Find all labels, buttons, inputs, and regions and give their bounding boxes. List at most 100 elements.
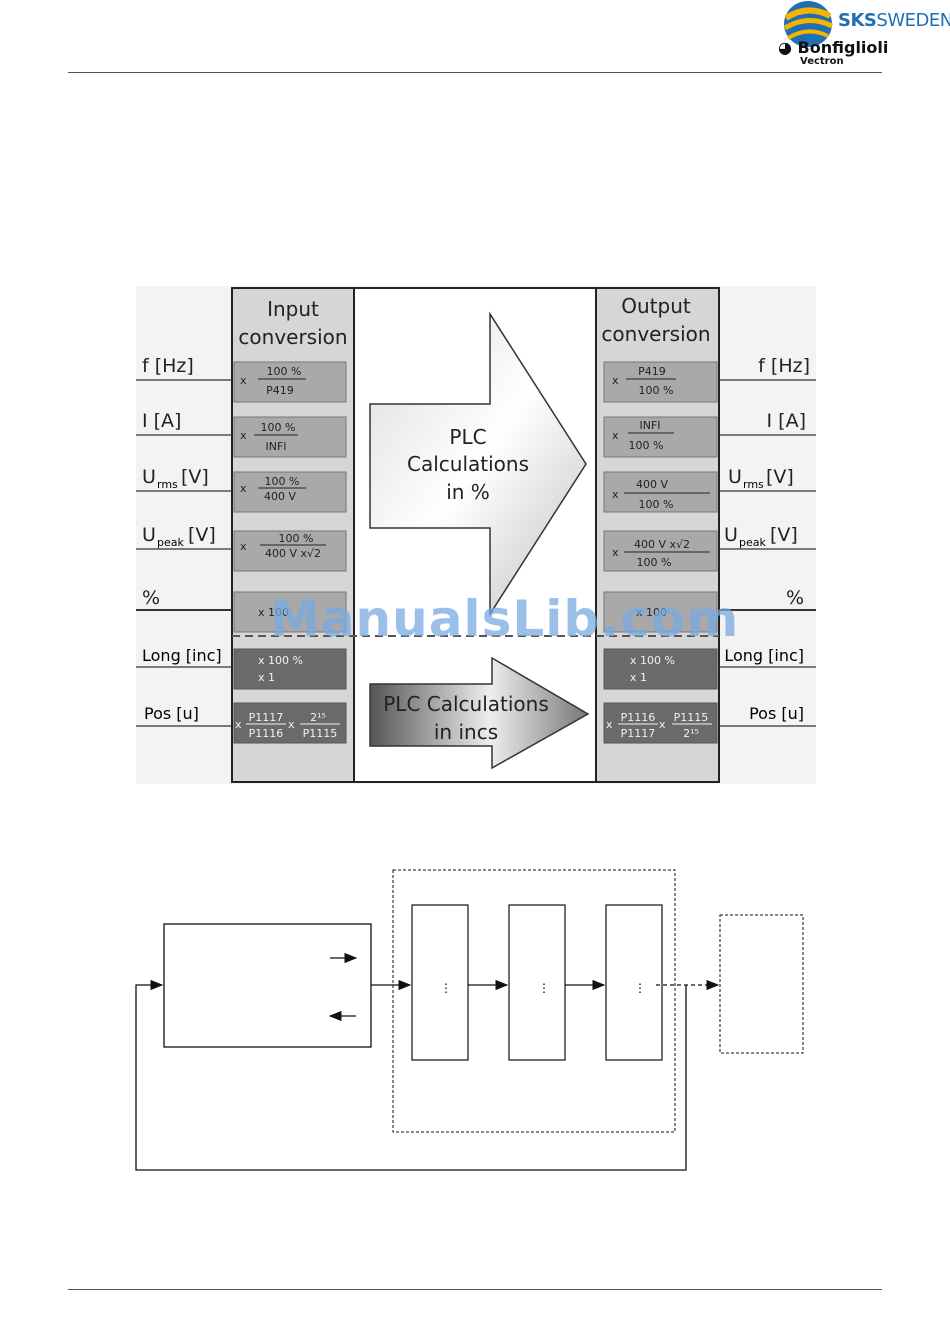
svg-text:100 %: 100 % <box>639 384 674 397</box>
row-i-label-right: I [A] <box>767 410 806 432</box>
input-formula-i: x 100 % INFI <box>233 416 347 458</box>
row-f-label-right: f [Hz] <box>758 355 810 377</box>
svg-text:400 V: 400 V <box>264 490 296 503</box>
svg-text:rms: rms <box>743 478 764 491</box>
svg-text:P1116: P1116 <box>621 711 656 724</box>
svg-text:P1115: P1115 <box>303 727 338 740</box>
process-block-3-ellipsis: ⋮ <box>634 981 646 995</box>
svg-text:rms: rms <box>157 478 178 491</box>
row-f-label-left: f [Hz] <box>142 355 194 377</box>
svg-text:U: U <box>142 466 156 488</box>
plc-inc-line-1: PLC Calculations <box>383 692 549 716</box>
svg-text:100 %: 100 % <box>279 532 314 545</box>
svg-text:x: x <box>612 546 619 559</box>
svg-text:100 %: 100 % <box>629 439 664 452</box>
svg-text:P1117: P1117 <box>249 711 284 724</box>
input-formula-urms: x 100 % 400 V <box>233 471 347 513</box>
svg-text:x 100: x 100 <box>258 606 289 619</box>
svg-text:100 %: 100 % <box>267 365 302 378</box>
svg-text:400 V x√2: 400 V x√2 <box>265 547 321 560</box>
svg-text:x: x <box>612 429 619 442</box>
input-formula-long: x 100 % x 1 <box>233 648 347 690</box>
plc-percent-arrow <box>369 311 587 617</box>
svg-text:100 %: 100 % <box>265 475 300 488</box>
row-pct-label-left: % <box>142 587 160 609</box>
svg-text:P1116: P1116 <box>249 727 284 740</box>
row-pct-label-right: % <box>786 587 804 609</box>
processing-group <box>392 869 676 1133</box>
svg-text:x: x <box>659 718 666 731</box>
plc-inc-line-2: in incs <box>434 720 498 744</box>
svg-text:100 %: 100 % <box>261 421 296 434</box>
svg-text:2¹⁵: 2¹⁵ <box>310 711 326 724</box>
brand-name: SKSSWEDEN <box>838 10 950 31</box>
svg-text:U: U <box>724 524 738 546</box>
svg-text:[V]: [V] <box>770 524 798 546</box>
svg-text:x: x <box>240 482 247 495</box>
partner-subname: Vectron <box>800 56 844 67</box>
row-long-label-left: Long [inc] <box>142 646 222 665</box>
svg-text:peak: peak <box>739 536 766 549</box>
plc-incs-arrow <box>369 656 590 770</box>
row-i-label-left: I [A] <box>142 410 181 432</box>
process-block-3 <box>605 904 663 1061</box>
svg-text:x: x <box>235 718 242 731</box>
svg-text:x: x <box>288 718 295 731</box>
svg-text:[V]: [V] <box>766 466 794 488</box>
input-title-1: Input <box>267 297 319 321</box>
output-title-2: conversion <box>601 322 710 346</box>
output-block <box>719 914 804 1054</box>
input-formula-pct: x 100 <box>233 591 347 633</box>
feedback-loop <box>135 979 687 1171</box>
input-formula-f: x 100 % P419 <box>233 361 347 403</box>
svg-text:100 %: 100 % <box>639 498 674 511</box>
output-formula-long: x 100 % x 1 <box>603 648 718 690</box>
svg-text:U: U <box>728 466 742 488</box>
svg-text:x 1: x 1 <box>258 671 275 684</box>
row-urms-label-right: U rms [V] <box>728 466 794 491</box>
row-long-label-right: Long [inc] <box>724 646 804 665</box>
svg-text:x: x <box>612 488 619 501</box>
process-block-2 <box>508 904 566 1061</box>
input-formula-upeak: x 100 % 400 V x√2 <box>233 530 347 572</box>
svg-text:x: x <box>240 374 247 387</box>
plc-pct-line-3: in % <box>446 480 490 504</box>
output-formula-urms: x 400 V 100 % <box>603 471 718 513</box>
svg-text:U: U <box>142 524 156 546</box>
row-pos-label-left: Pos [u] <box>144 704 199 723</box>
row-urms-label-left: U rms [V] <box>142 466 209 491</box>
process-block-1 <box>411 904 469 1061</box>
partner-name: ◕ Bonfiglioli <box>778 38 889 57</box>
svg-text:P1115: P1115 <box>674 711 709 724</box>
svg-text:P1117: P1117 <box>621 727 656 740</box>
output-formula-upeak: x 400 V x√2 100 % <box>603 530 718 572</box>
svg-text:x: x <box>240 540 247 553</box>
svg-text:x: x <box>612 374 619 387</box>
svg-text:x 100 %: x 100 % <box>630 654 675 667</box>
source-block <box>163 923 372 1048</box>
svg-text:[V]: [V] <box>181 466 209 488</box>
plc-pct-line-2: Calculations <box>407 452 529 476</box>
header-rule <box>68 72 882 73</box>
process-block-1-ellipsis: ⋮ <box>440 981 452 995</box>
svg-text:x 1: x 1 <box>630 671 647 684</box>
row-upeak-label-left: U peak [V] <box>142 524 216 549</box>
svg-text:x 100: x 100 <box>636 606 667 619</box>
output-formula-pct: x 100 <box>603 591 718 633</box>
row-pos-label-right: Pos [u] <box>749 704 804 723</box>
svg-text:2¹⁵: 2¹⁵ <box>683 727 699 740</box>
svg-text:x 100 %: x 100 % <box>258 654 303 667</box>
svg-text:INFI: INFI <box>639 419 660 432</box>
process-block-2-ellipsis: ⋮ <box>538 981 550 995</box>
plc-pct-line-1: PLC <box>449 425 486 449</box>
svg-text:400 V x√2: 400 V x√2 <box>634 538 690 551</box>
footer-rule <box>68 1289 882 1290</box>
output-title-1: Output <box>621 294 691 318</box>
flow-diagram: ⋮ ⋮ ⋮ <box>120 860 820 1190</box>
svg-text:100 %: 100 % <box>637 556 672 569</box>
svg-text:INFI: INFI <box>265 440 286 453</box>
watermark: ManualsLib.com <box>270 590 740 648</box>
input-title-2: conversion <box>238 325 347 349</box>
svg-text:x: x <box>606 718 613 731</box>
output-formula-i: x INFI 100 % <box>603 416 718 458</box>
